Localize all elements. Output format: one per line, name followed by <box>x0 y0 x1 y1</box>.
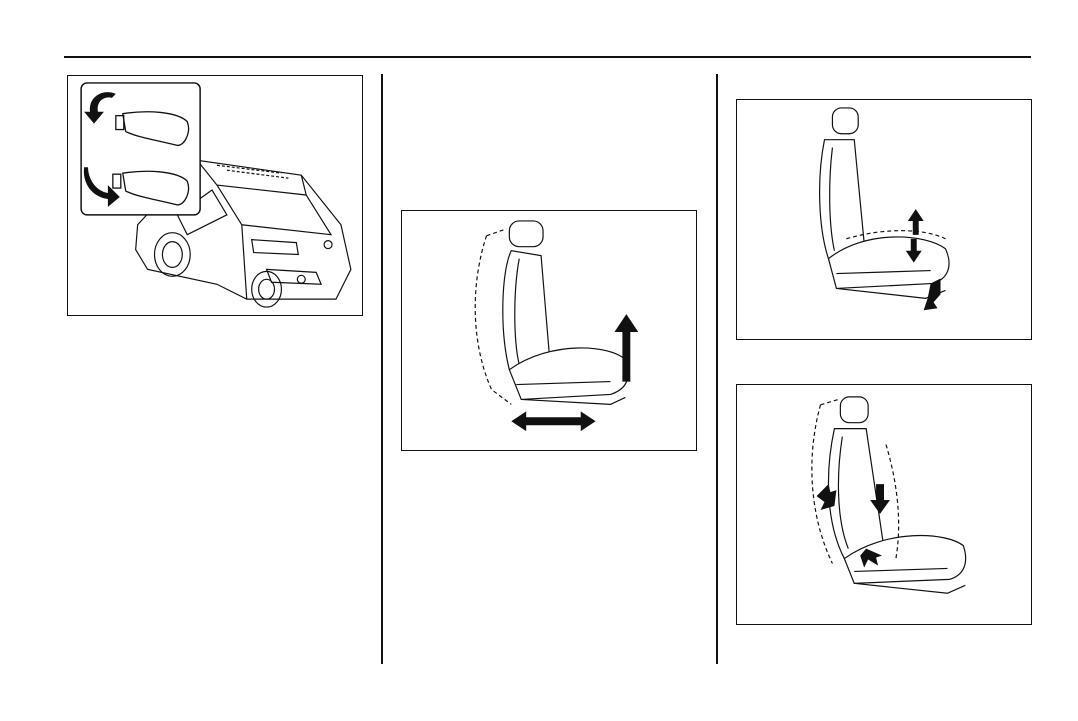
seat-fore-aft-figure <box>401 210 697 451</box>
column-divider-1 <box>381 74 383 664</box>
seat-fore-aft-illustration <box>402 211 696 450</box>
column-divider-2 <box>716 74 718 664</box>
mirror-folding-illustration <box>68 76 362 315</box>
seat-height-figure <box>736 99 1032 340</box>
seat-height-illustration <box>737 100 1031 339</box>
seatback-recline-figure <box>736 384 1032 625</box>
mirror-folding-figure <box>67 75 363 316</box>
header-rule <box>64 56 1031 58</box>
seatback-recline-illustration <box>737 385 1031 624</box>
